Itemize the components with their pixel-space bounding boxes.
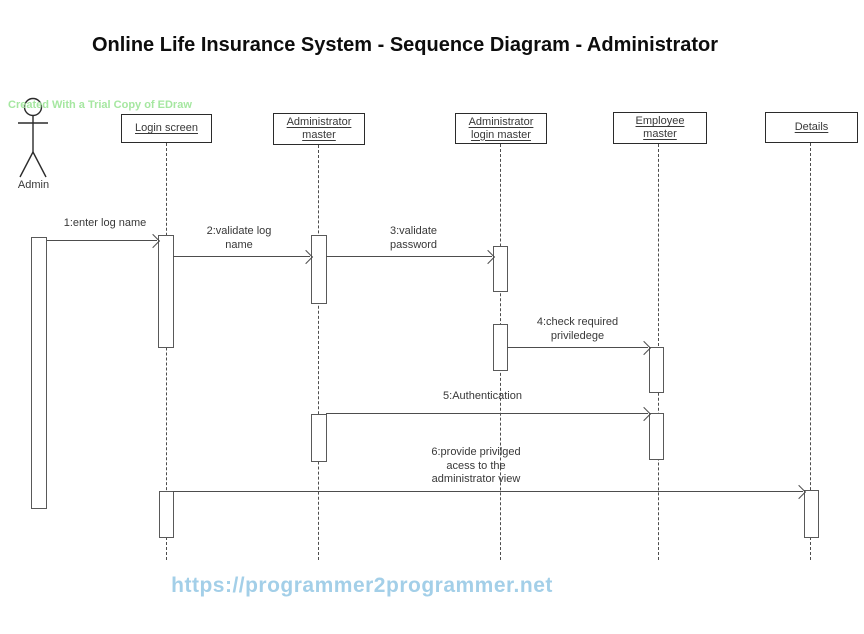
lifeline-login-screen [166,143,167,560]
activation-administrator-master-2 [311,414,327,462]
activation-login-screen-1 [158,235,174,348]
lifeline-box-administrator-master: Administrator master [273,113,365,145]
diagram-title: Online Life Insurance System - Sequence … [91,34,719,56]
actor-label: Admin [17,179,50,191]
lifeline-administrator-master [318,145,319,560]
actor-stick-figure-icon [18,97,48,178]
message-2-label: 2:validate log name [206,225,272,251]
trial-watermark: Created With a Trial Copy of EDraw [8,99,192,111]
message-1-arrow [47,233,161,248]
message-6-arrow [173,484,807,499]
message-5-arrow [326,406,652,421]
lifeline-box-login-screen: Login screen [121,114,212,143]
message-1-label: 1:enter log name [63,217,147,229]
message-6-label: 6:provide privilged acess to the adminis… [431,446,521,485]
lifeline-box-employee-master: Employee master [613,112,707,144]
message-3-arrow [326,249,496,264]
activation-employee-master-2 [649,413,664,460]
activation-administrator-login-master-1 [493,246,508,292]
lifeline-box-administrator-login-master: Administrator login master [455,113,547,144]
message-2-arrow [173,249,314,264]
activation-details [804,490,819,538]
activation-employee-master-1 [649,347,664,393]
message-4-arrow [507,340,652,355]
footer-site-link[interactable]: https://programmer2programmer.net [171,574,553,597]
message-5-label: 5:Authentication [443,390,522,402]
lifeline-details [810,143,811,560]
activation-login-screen-2 [159,491,174,538]
lifeline-box-details: Details [765,112,858,143]
activation-admin [31,237,47,509]
activation-administrator-master-1 [311,235,327,304]
message-4-label: 4:check required priviledege [536,316,619,342]
message-3-label: 3:validate password [389,225,438,251]
